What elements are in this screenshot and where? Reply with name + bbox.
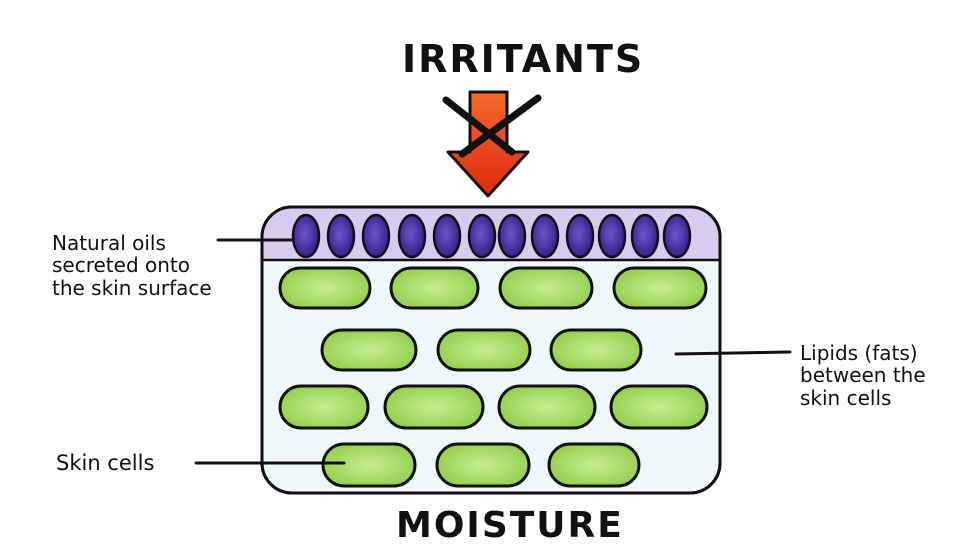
moisture-heading: MOISTURE	[396, 505, 624, 546]
natural-oils-line-2: secreted onto	[52, 253, 190, 278]
natural-oils-line-3: the skin surface	[52, 275, 212, 300]
irritants-heading: IRRITANTS	[402, 37, 645, 81]
oil-droplet	[630, 213, 660, 259]
natural-oil-droplets	[291, 213, 692, 259]
skin-cell	[609, 384, 709, 430]
skin-cell	[435, 442, 531, 488]
oil-droplet	[662, 213, 692, 259]
skin-cells	[278, 266, 709, 488]
skin-cell	[436, 328, 532, 372]
lipids-label: Lipids (fats) between the skin cells	[800, 341, 926, 410]
skin-cell	[321, 442, 417, 488]
oil-droplet	[291, 213, 321, 259]
skin-cell	[389, 266, 480, 310]
skin-cell	[278, 384, 370, 430]
skin-cell	[278, 266, 372, 310]
oil-droplet	[530, 213, 560, 259]
oil-droplet	[497, 213, 527, 259]
oil-droplet	[565, 213, 595, 259]
lipids-line-2: between the	[800, 363, 926, 388]
crossed-out-icon	[442, 94, 542, 158]
skin-cell	[383, 384, 485, 430]
skin-cell	[320, 328, 418, 372]
oil-droplet	[432, 213, 462, 259]
pointer-lines	[194, 238, 792, 465]
skin-cell	[547, 442, 641, 488]
natural-oils-label: Natural oils secreted onto the skin surf…	[52, 231, 212, 300]
lipids-line-3: skin cells	[800, 385, 892, 410]
oil-droplet	[467, 213, 497, 259]
lipids-line-1: Lipids (fats)	[800, 341, 918, 365]
oil-droplet	[397, 213, 427, 259]
lipids-pointer	[674, 350, 792, 356]
skin-cell	[612, 266, 708, 310]
oil-droplet	[326, 213, 356, 259]
skin-cells-label: Skin cells	[56, 451, 155, 475]
oil-droplet	[597, 213, 627, 259]
natural-oils-line-1: Natural oils	[52, 231, 166, 255]
oil-droplet	[361, 213, 391, 259]
skin-cell	[549, 328, 643, 372]
skin-cell	[498, 266, 594, 310]
skin-cell	[497, 384, 597, 430]
